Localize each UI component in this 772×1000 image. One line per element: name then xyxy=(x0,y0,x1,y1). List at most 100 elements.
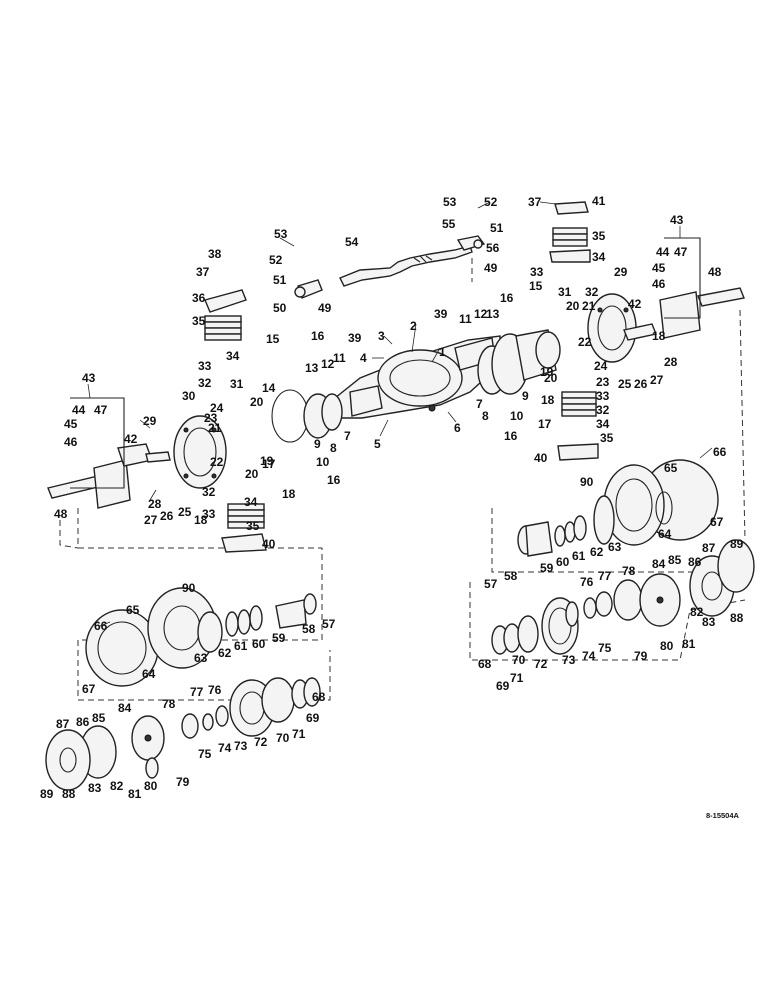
left-steering-arm xyxy=(204,289,247,313)
callout: 8 xyxy=(330,441,337,455)
right-hub-ring-gear xyxy=(491,579,643,655)
callout: 61 xyxy=(234,639,248,653)
callout: 73 xyxy=(234,739,248,753)
callout: 19 xyxy=(540,365,554,379)
callout: 49 xyxy=(484,261,498,275)
axle-housing xyxy=(329,335,501,419)
callout: 82 xyxy=(110,779,124,793)
callout: 46 xyxy=(652,277,666,291)
callout: 50 xyxy=(273,301,287,315)
callout: 51 xyxy=(490,221,504,235)
callout: 84 xyxy=(118,701,132,715)
callout: 75 xyxy=(598,641,612,655)
callout: 52 xyxy=(484,195,498,209)
callout: 34 xyxy=(596,417,610,431)
callout: 56 xyxy=(486,241,500,255)
callout: 63 xyxy=(608,540,622,554)
callout: 22 xyxy=(578,335,592,349)
callout: 78 xyxy=(622,564,636,578)
callout: 16 xyxy=(311,329,325,343)
callout: 85 xyxy=(92,711,106,725)
callout: 48 xyxy=(54,507,68,521)
callout: 78 xyxy=(162,697,176,711)
callout: 58 xyxy=(302,622,316,636)
callout: 11 xyxy=(333,351,346,365)
left-bracket-box xyxy=(70,397,125,489)
callout: 52 xyxy=(269,253,283,267)
callout: 20 xyxy=(566,299,580,313)
callout: 4 xyxy=(360,351,367,365)
right-spline-shaft xyxy=(517,515,587,557)
callout-labels: 1 2 3 4 5 6 7 8 9 10 11 12 13 14 15 16 1… xyxy=(40,194,744,801)
callout: 49 xyxy=(318,301,332,315)
callout: 20 xyxy=(544,371,558,385)
callout: 66 xyxy=(713,445,727,459)
right-planet-cover xyxy=(639,539,755,627)
left-knuckle xyxy=(173,415,227,489)
callout: 33 xyxy=(596,389,610,403)
callout: 33 xyxy=(198,359,212,373)
callout: 84 xyxy=(652,557,666,571)
callout: 45 xyxy=(64,417,78,431)
callout: 38 xyxy=(208,247,222,261)
callout: 3 xyxy=(378,329,385,343)
callout: 12 xyxy=(321,357,335,371)
callout: 57 xyxy=(484,577,498,591)
callout: 69 xyxy=(496,679,510,693)
callout: 40 xyxy=(262,537,276,551)
callout: 61 xyxy=(572,549,586,563)
callout: 15 xyxy=(529,279,543,293)
callout: 47 xyxy=(674,245,688,259)
leader-lines xyxy=(87,201,713,627)
callout: 53 xyxy=(274,227,288,241)
callout: 29 xyxy=(143,414,157,428)
callout: 90 xyxy=(580,475,594,489)
callout: 23 xyxy=(596,375,610,389)
figure-reference: 8-15504A xyxy=(706,811,740,820)
callout: 80 xyxy=(144,779,158,793)
callout: 65 xyxy=(126,603,140,617)
callout: 13 xyxy=(486,307,500,321)
callout: 47 xyxy=(94,403,108,417)
callout: 73 xyxy=(562,653,576,667)
callout: 32 xyxy=(596,403,610,417)
callout: 12 xyxy=(474,307,488,321)
callout: 17 xyxy=(538,417,552,431)
callout: 60 xyxy=(252,637,266,651)
callout: 63 xyxy=(194,651,208,665)
callout: 58 xyxy=(504,569,518,583)
right-seal-rings xyxy=(477,329,561,395)
callout: 88 xyxy=(62,787,76,801)
callout: 13 xyxy=(305,361,319,375)
callout: 8 xyxy=(482,409,489,423)
callout: 20 xyxy=(250,395,264,409)
callout: 33 xyxy=(202,507,216,521)
callout: 48 xyxy=(708,265,722,279)
callout: 57 xyxy=(322,617,336,631)
callout: 67 xyxy=(710,515,724,529)
right-planet-carrier-large xyxy=(593,459,719,546)
left-spring-stack xyxy=(204,315,242,341)
callout: 35 xyxy=(600,431,614,445)
callout: 11 xyxy=(459,312,472,326)
left-ring-gear xyxy=(181,677,321,739)
callout: 42 xyxy=(628,297,642,311)
callout: 31 xyxy=(230,377,244,391)
callout: 26 xyxy=(634,377,648,391)
left-spline-shaft xyxy=(225,593,317,637)
callout: 60 xyxy=(556,555,570,569)
callout: 26 xyxy=(160,509,174,523)
callout: 28 xyxy=(664,355,678,369)
callout: 81 xyxy=(128,787,142,801)
tie-rod-end-left xyxy=(294,279,323,299)
callout: 76 xyxy=(208,683,222,697)
callout: 17 xyxy=(262,457,276,471)
right-bracket-box xyxy=(664,237,701,319)
callout: 81 xyxy=(682,637,696,651)
callout: 14 xyxy=(262,381,276,395)
left-shaft xyxy=(47,443,171,509)
callout: 89 xyxy=(40,787,54,801)
callout: 35 xyxy=(192,314,206,328)
right-shaft-leader xyxy=(739,309,746,541)
